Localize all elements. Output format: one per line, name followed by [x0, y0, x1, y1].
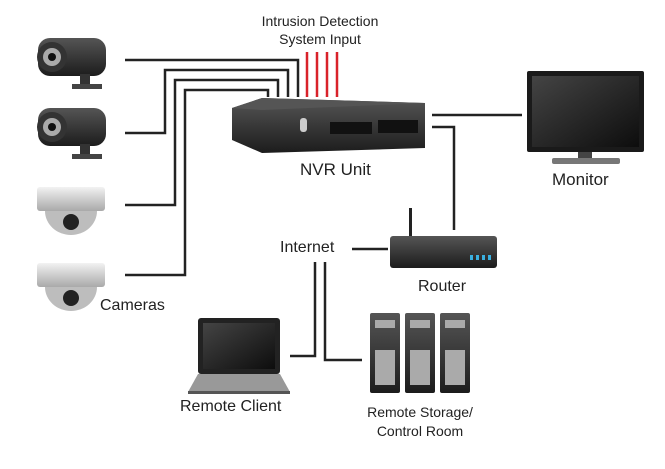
router-label: Router [418, 278, 467, 295]
dome-camera-icon [37, 187, 105, 235]
monitor-icon [527, 71, 644, 164]
wire-storage [323, 262, 362, 362]
storage-servers-icon [370, 313, 470, 393]
ids-label-line2: System Input [279, 31, 361, 47]
dome-camera-icon [37, 263, 105, 311]
bullet-camera-icon [37, 38, 106, 89]
ids-label-line1: Intrusion Detection [261, 13, 379, 29]
wire-camera-1 [125, 58, 300, 97]
wire-camera-4 [125, 88, 270, 277]
remote-client-label: Remote Client [180, 398, 282, 415]
storage-label-line2: Control Room [376, 423, 464, 439]
cameras-label: Cameras [100, 297, 165, 314]
wire-router [432, 125, 456, 230]
bullet-camera-icon [37, 108, 106, 159]
ids-wires [305, 52, 339, 97]
nvr-logo-icon [300, 118, 307, 132]
internet-label: Internet [280, 239, 335, 256]
wire-camera-2 [125, 68, 290, 135]
nvr-label: NVR Unit [300, 160, 371, 179]
nvr-unit [232, 98, 425, 153]
monitor-label: Monitor [552, 170, 609, 189]
network-wires [290, 113, 522, 362]
wire-camera-3 [125, 78, 280, 207]
router-icon [390, 208, 497, 268]
wire-remote-client [290, 262, 317, 358]
ids-label: Intrusion Detection System Input [240, 12, 400, 48]
laptop-icon [188, 318, 290, 394]
storage-label-line1: Remote Storage/ [367, 404, 473, 420]
camera-wires [125, 58, 300, 277]
storage-label: Remote Storage/ Control Room [350, 403, 490, 441]
